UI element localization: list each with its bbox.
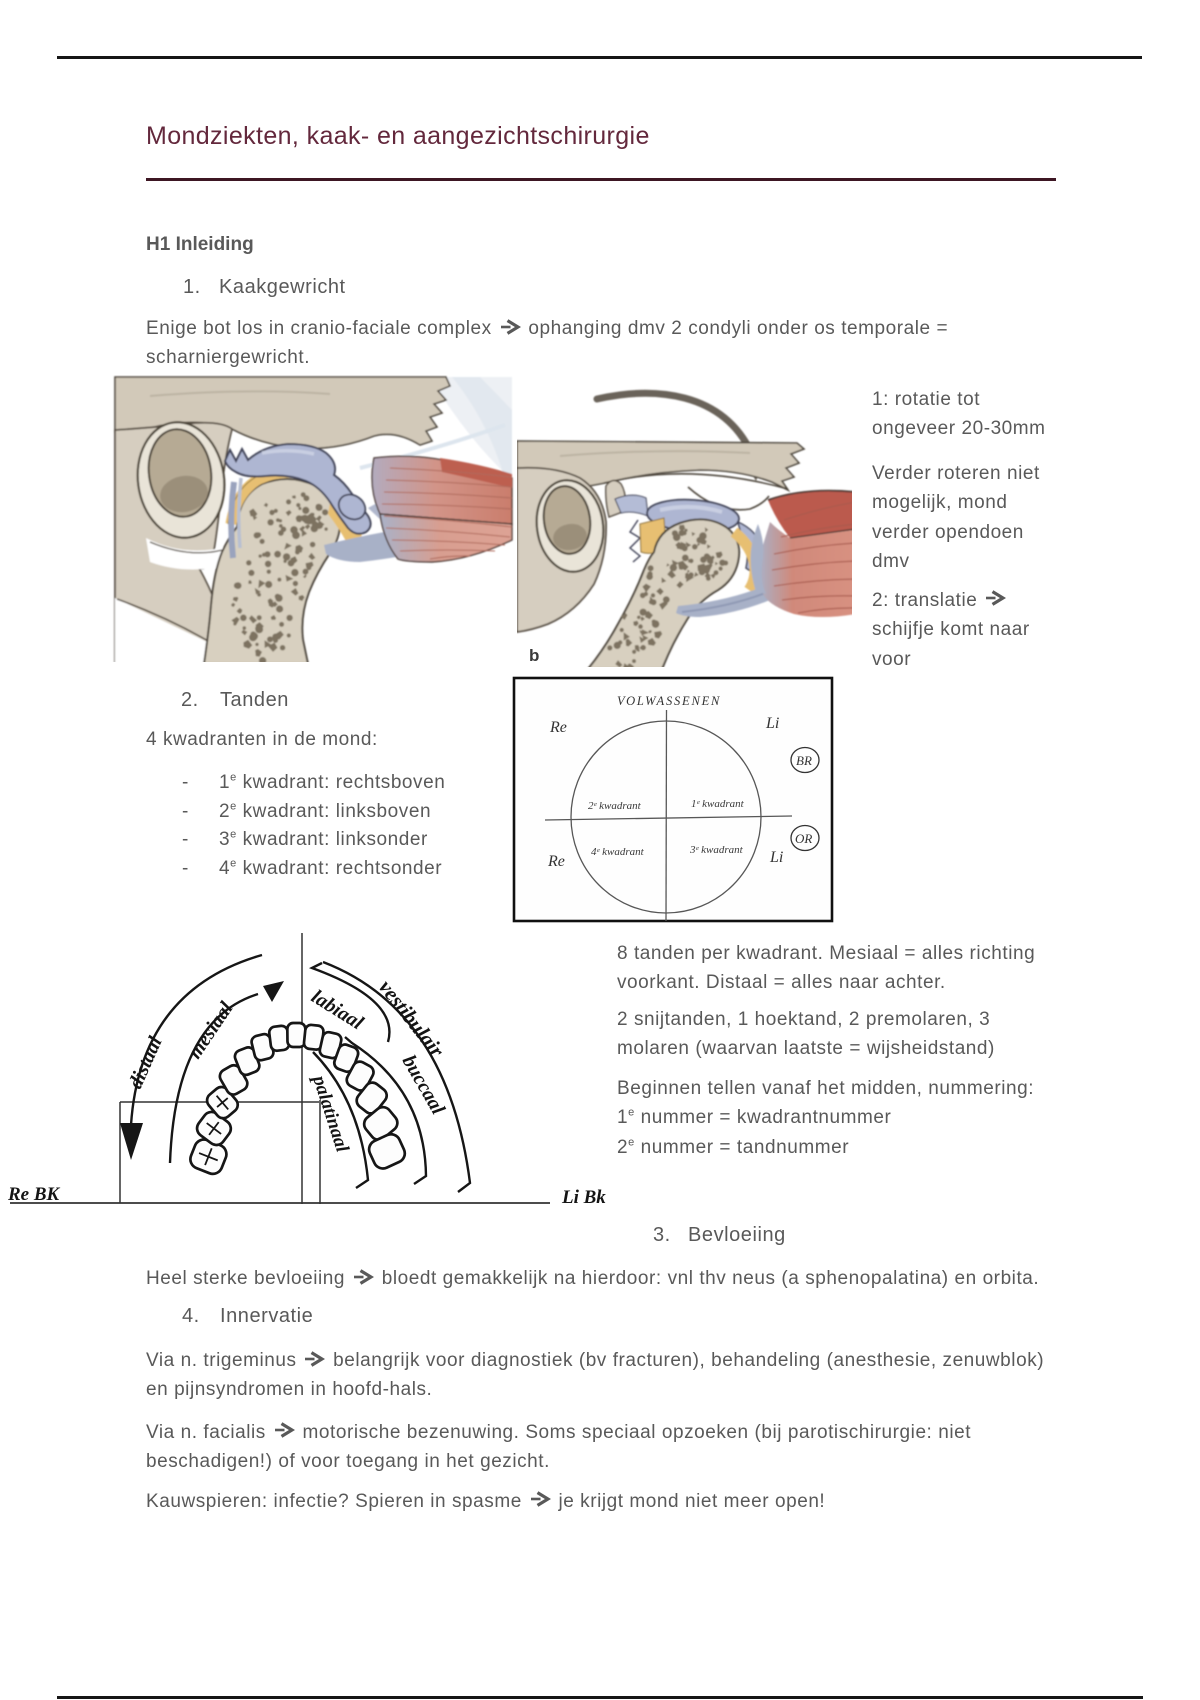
- svg-text:VOLWASSENEN: VOLWASSENEN: [617, 694, 721, 708]
- svg-text:Re: Re: [549, 719, 567, 736]
- svg-text:distaal: distaal: [124, 1033, 166, 1092]
- svg-text:Li Bk: Li Bk: [561, 1187, 606, 1208]
- svg-text:1ᵉ kwadrant: 1ᵉ kwadrant: [691, 798, 745, 810]
- svg-text:b: b: [529, 646, 539, 665]
- svg-text:2ᵉ kwadrant: 2ᵉ kwadrant: [588, 800, 642, 812]
- svg-text:vestibulair: vestibulair: [374, 975, 449, 1062]
- svg-text:buccaal: buccaal: [398, 1052, 449, 1119]
- svg-text:4ᵉ kwadrant: 4ᵉ kwadrant: [591, 846, 645, 858]
- svg-text:mesiaal: mesiaal: [184, 998, 238, 1063]
- svg-text:BR: BR: [796, 753, 812, 768]
- svg-text:palatinaal: palatinaal: [308, 1071, 353, 1155]
- svg-text:3ᵉ kwadrant: 3ᵉ kwadrant: [689, 844, 744, 856]
- svg-text:Li: Li: [765, 715, 779, 732]
- svg-text:Re BK: Re BK: [7, 1184, 61, 1205]
- svg-text:Li: Li: [769, 849, 783, 866]
- svg-text:Re: Re: [547, 853, 565, 870]
- svg-text:OR: OR: [795, 831, 812, 846]
